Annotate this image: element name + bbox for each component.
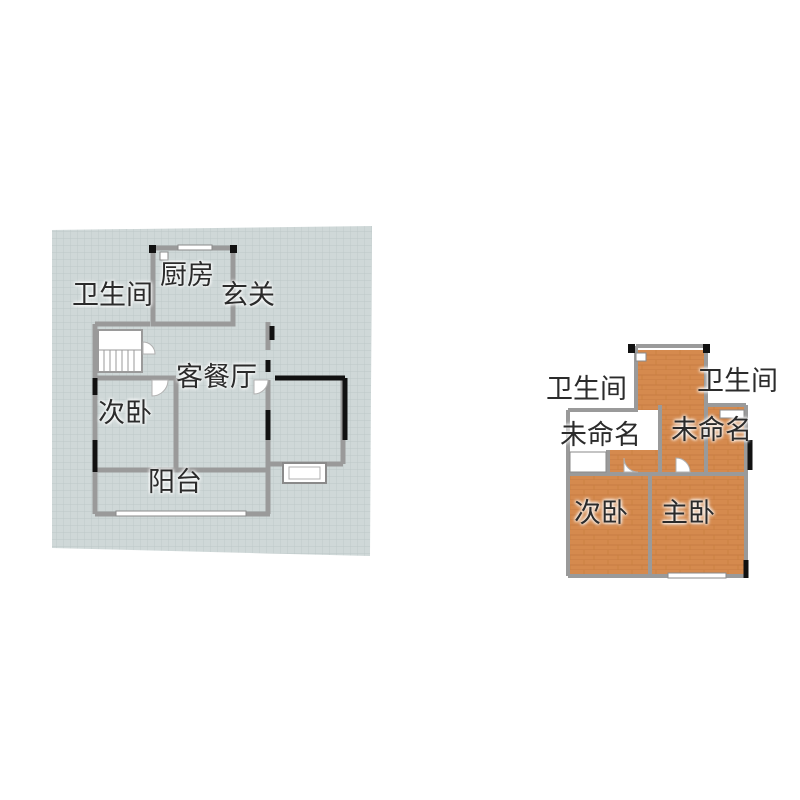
balcony-window [115,510,247,517]
door-swing-stair [142,341,156,355]
label-bathroom-right-a: 卫生间 [546,374,627,405]
label-unnamed-right-b: 未命名 [671,415,752,446]
label-entrance: 玄关 [221,280,275,311]
label-bathroom-left: 卫生间 [72,280,153,311]
label-balcony: 阳台 [148,467,202,498]
right-floor-plan [566,344,753,579]
left-plan-dark-walls [92,326,348,472]
label-living-dining: 客餐厅 [176,362,257,393]
top-room-floor [636,350,706,410]
right-plan-walls [566,344,748,578]
door-swing-right-2 [675,457,691,473]
door-swing-living [253,379,269,395]
top-room-column-left [628,344,635,353]
staircase [97,329,143,373]
left-floor-plan [52,226,372,556]
fixture-icon [635,352,647,362]
label-kitchen: 厨房 [160,260,214,291]
master-bedroom-window [667,572,727,579]
label-second-bedroom-left: 次卧 [98,398,152,429]
bathtub [569,451,607,473]
right-plan-dark-walls [743,440,753,578]
kitchen-column-left [149,245,156,253]
label-second-bedroom-right: 次卧 [574,498,628,529]
balcony-planter [282,462,327,484]
second-bedroom-floor [570,474,650,574]
door-swing-bedroom [151,379,169,397]
bathroom-counter [719,409,745,419]
door-swing-right-1 [623,457,639,473]
top-room-column-right [703,344,710,353]
label-unnamed-right-a: 未命名 [560,420,641,451]
kitchen-window [177,244,213,251]
label-master-bedroom: 主卧 [661,498,715,529]
label-bathroom-right-b: 卫生间 [697,366,778,397]
kitchen-sink-icon [159,251,169,261]
master-bedroom-floor [650,474,746,574]
kitchen-column-right [230,245,237,253]
unnamed-a-floor [608,450,660,474]
